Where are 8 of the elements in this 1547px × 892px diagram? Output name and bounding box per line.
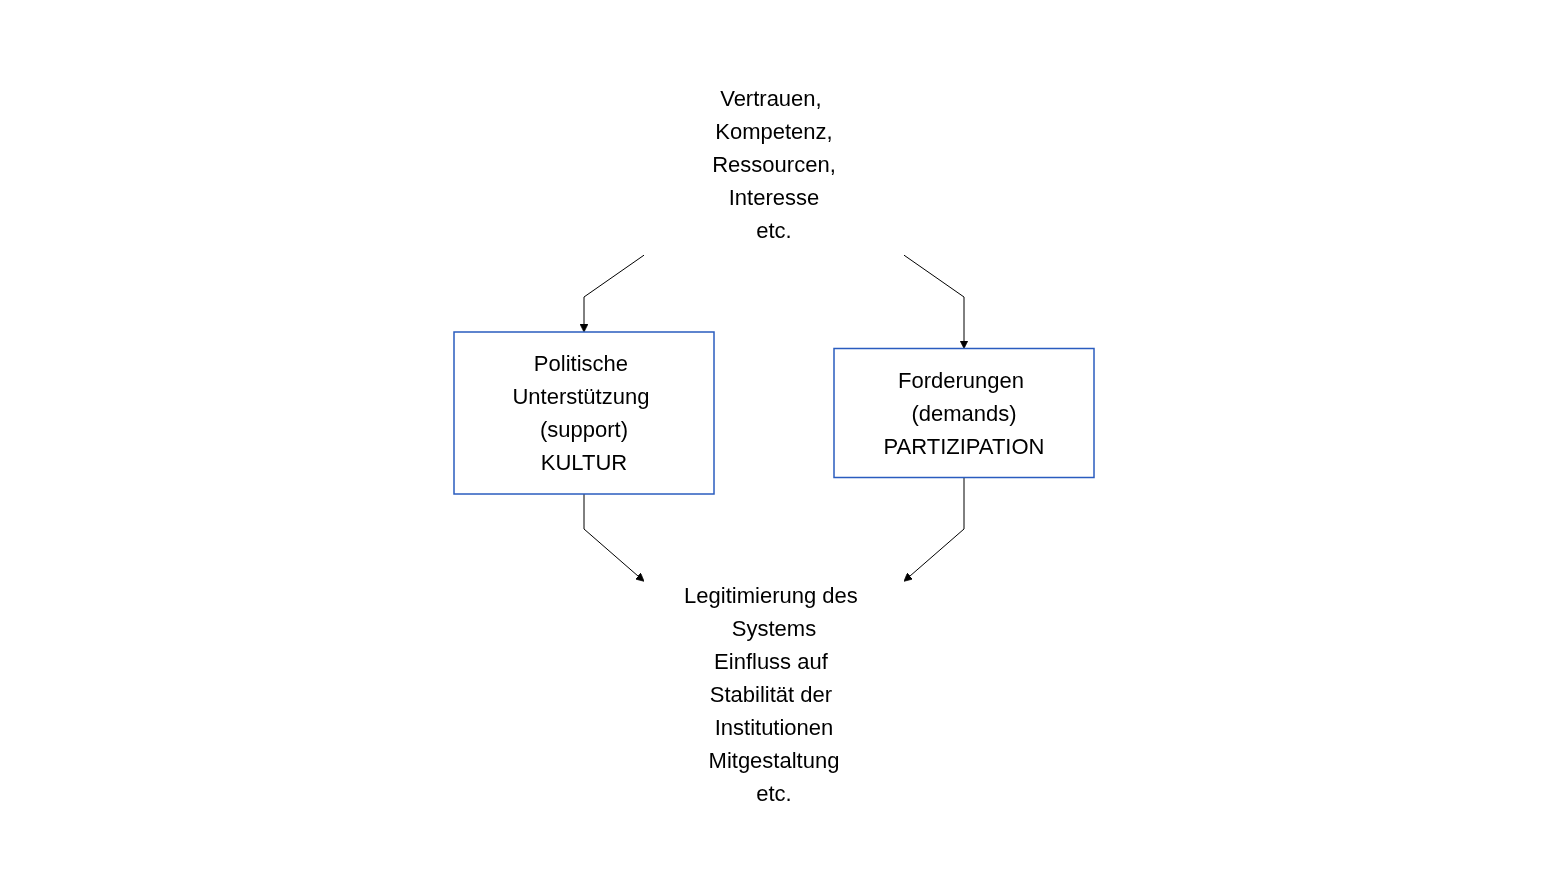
node-text: Vertrauen, Kompetenz, Ressourcen, Interesse etc. (711, 86, 836, 243)
arrow (903, 477, 964, 582)
node-box: Politische Unterstützung (support) KULTUR (452, 331, 715, 495)
arrow (903, 254, 968, 349)
arrow (583, 493, 644, 582)
node-box: Forderungen (demands) PARTIZIPATION (832, 347, 1095, 479)
node-text: Legitimierung des Systems Einfluss auf Stabilität der Institutionen Mitgestaltung etc. (683, 583, 858, 806)
arrow (579, 254, 644, 333)
